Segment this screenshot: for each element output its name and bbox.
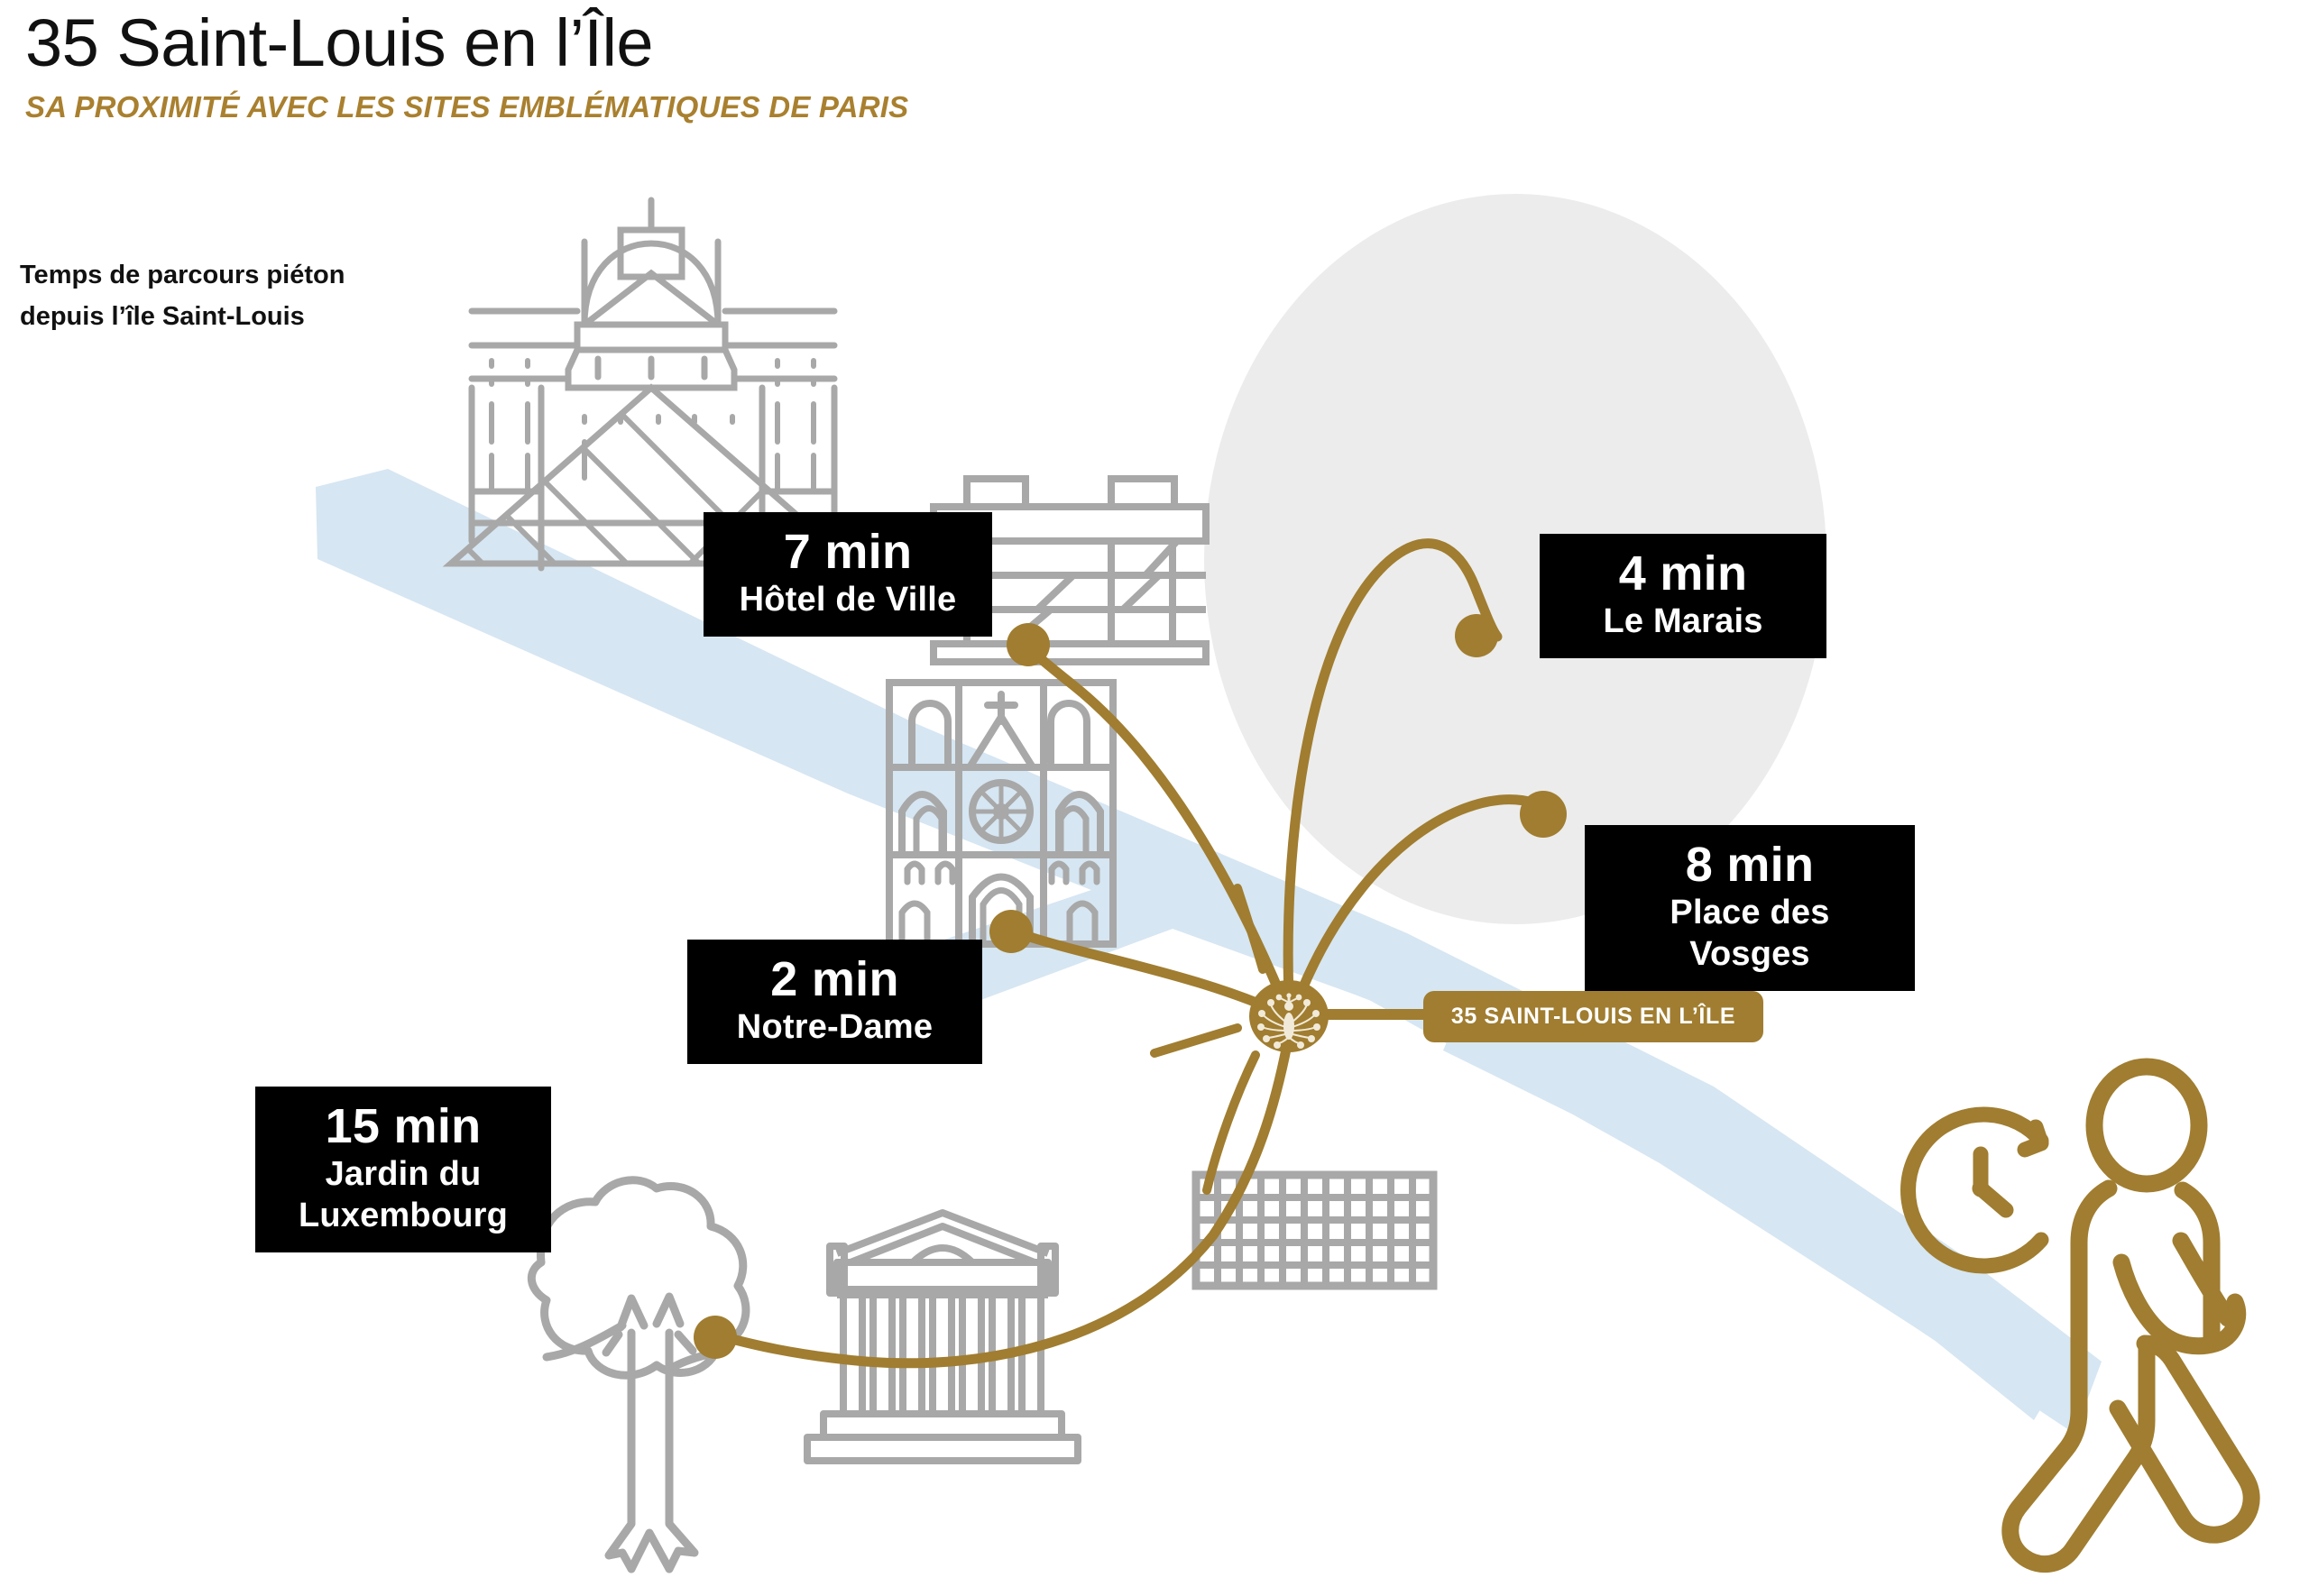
place-name: Place des Vosges xyxy=(1670,894,1830,973)
place-name: Notre-Dame xyxy=(736,1008,934,1046)
time-label-luxembourg[interactable]: 15 min Jardin du Luxembourg xyxy=(255,1087,551,1252)
header: 35 Saint-Louis en l’Île SA PROXIMITÉ AVE… xyxy=(25,5,1559,124)
route-endpoint-dots xyxy=(694,614,1567,1359)
legend-caption-line2: depuis l’île Saint-Louis xyxy=(20,302,305,331)
hub-label-pill[interactable]: 35 SAINT-LOUIS EN L’ÎLE xyxy=(1423,991,1763,1042)
place-name-line2: Luxembourg xyxy=(298,1197,509,1234)
walking-person-icon xyxy=(2001,1058,2260,1573)
pantheon-icon xyxy=(804,1209,1081,1464)
dot-hotel-de-ville xyxy=(1007,623,1050,666)
background-halo xyxy=(1204,194,1826,924)
time-value: 4 min xyxy=(1618,546,1748,601)
dot-notre-dame xyxy=(989,910,1033,953)
legend-caption: Temps de parcours piéton depuis l’île Sa… xyxy=(20,254,489,337)
time-value: 7 min xyxy=(783,525,913,579)
time-value: 15 min xyxy=(325,1099,482,1153)
legend-caption-line1: Temps de parcours piéton xyxy=(20,261,345,289)
place-name: Hôtel de Ville xyxy=(739,581,957,619)
route-le-marais xyxy=(1283,538,1503,1023)
dot-luxembourg xyxy=(694,1316,737,1359)
time-label-place-des-vosges[interactable]: 8 min Place des Vosges xyxy=(1585,825,1915,991)
dot-le-marais xyxy=(1455,614,1498,657)
notre-dame-icon xyxy=(886,679,1117,948)
time-label-le-marais[interactable]: 4 min Le Marais xyxy=(1540,534,1826,658)
hub-marker[interactable] xyxy=(1249,980,1329,1052)
place-name: Le Marais xyxy=(1603,602,1763,640)
hub-label-text: 35 SAINT-LOUIS EN L’ÎLE xyxy=(1450,1004,1736,1029)
time-label-hotel-de-ville[interactable]: 7 min Hôtel de Ville xyxy=(704,512,992,637)
peacock-emblem xyxy=(1257,993,1320,1049)
time-label-notre-dame[interactable]: 2 min Notre-Dame xyxy=(687,940,982,1064)
route-luxembourg xyxy=(716,1015,1297,1369)
time-value: 8 min xyxy=(1685,838,1815,892)
page-subtitle: SA PROXIMITÉ AVEC LES SITES EMBLÉMATIQUE… xyxy=(25,90,909,124)
page-title: 35 Saint-Louis en l’Île xyxy=(25,5,654,80)
tree-icon xyxy=(528,1176,750,1573)
clock-arrow-icon xyxy=(1900,1106,2049,1274)
time-value: 2 min xyxy=(770,952,899,1006)
place-des-vosges-icon xyxy=(1191,1170,1438,1290)
place-name-line1: Jardin du xyxy=(325,1155,482,1193)
dot-place-des-vosges xyxy=(1520,791,1567,838)
